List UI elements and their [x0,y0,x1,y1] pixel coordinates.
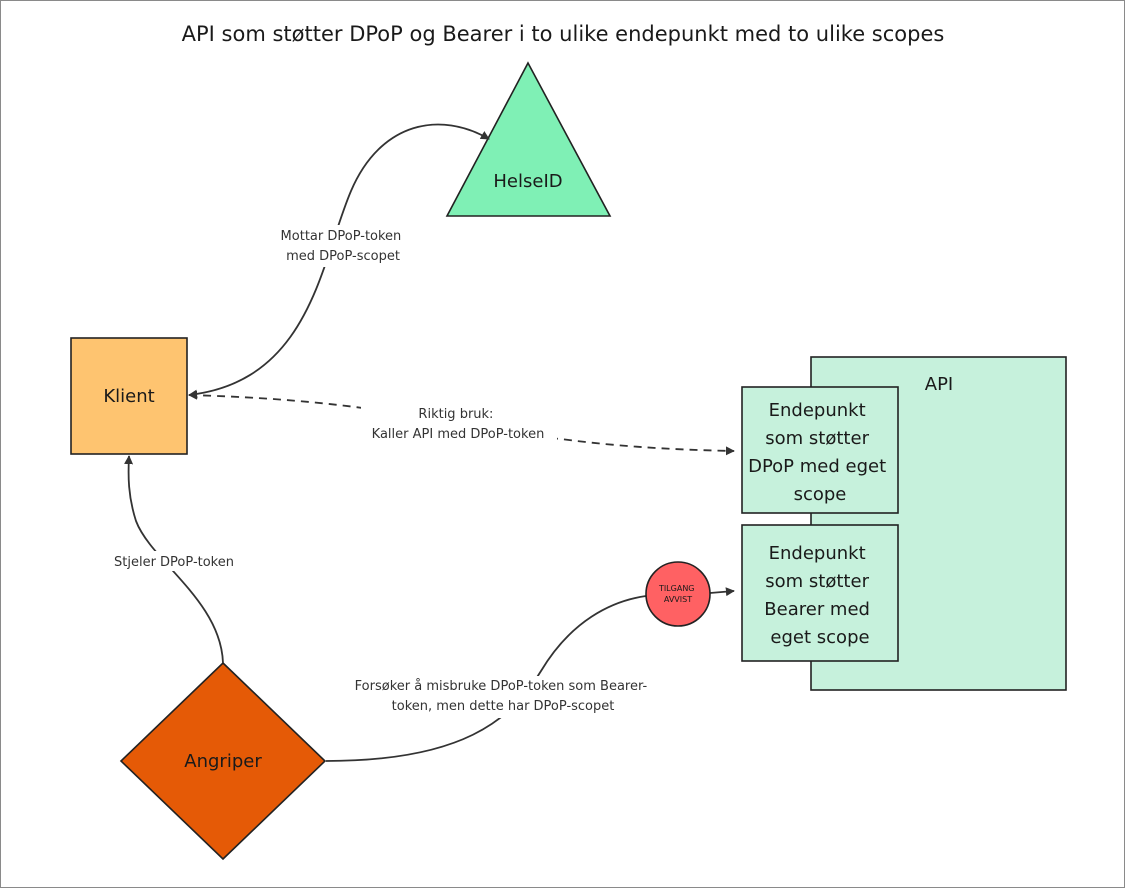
endpoint-bearer-label: Endepunkt som støtter Bearer med eget sc… [764,543,875,648]
edge-angriper-api-label: Forsøker å misbruke DPoP-token som Beare… [355,679,652,714]
edge-klient-api-label-bg [361,404,557,446]
endpoint-bearer-line: Endepunkt [769,543,866,564]
helseid-label: HelseID [493,171,562,192]
edge-klient-api-label: Riktig bruk: Kaller API med DPoP-token [372,407,545,442]
edge-angriper-klient-label: Stjeler DPoP-token [114,555,234,570]
edge-klient-helseid-label-bg [271,225,417,267]
endpoint-bearer-line: som støtter [765,571,869,592]
access-denied-line: TILGANG [658,584,695,593]
edge-klient-api-line: Riktig bruk: [418,407,493,422]
endpoint-dpop-box[interactable] [741,386,899,514]
endpoint-dpop-line: DPoP med eget [748,456,886,477]
access-denied-line: AVVIST [664,595,692,604]
klient-box[interactable] [70,337,188,455]
klient-label: Klient [103,386,154,407]
edge-angriper-klient[interactable] [124,455,224,664]
edge-klient-helseid-label: Mottar DPoP-token med DPoP-scopet [281,229,406,264]
endpoint-dpop-line: som støtter [765,428,869,449]
edge-klient-api[interactable] [188,390,735,456]
edge-angriper-api-label-bg [347,676,659,718]
edge-klient-helseid-line: med DPoP-scopet [286,249,400,264]
edge-angriper-api-line: token, men dette har DPoP-scopet [392,699,615,714]
edge-klient-helseid-line: Mottar DPoP-token [281,229,402,244]
edge-angriper-klient-label-bg [107,551,241,571]
angriper-diamond[interactable] [119,661,327,861]
diagram-title: API som støtter DPoP og Bearer i to ulik… [182,22,945,46]
access-denied-badge[interactable] [645,561,711,627]
endpoint-dpop-label: Endepunkt som støtter DPoP med eget scop… [748,400,892,505]
edge-klient-api-line: Kaller API med DPoP-token [372,427,545,442]
endpoint-dpop-line: Endepunkt [769,400,866,421]
endpoint-bearer-box[interactable] [741,524,899,662]
api-label: API [925,374,953,395]
endpoint-dpop-line: scope [794,484,847,505]
angriper-label: Angriper [184,751,262,772]
endpoint-bearer-line: eget scope [770,627,869,648]
edge-badge-endpoint[interactable] [709,587,735,597]
edge-klient-helseid[interactable] [188,123,490,399]
helseid-triangle[interactable] [445,61,612,217]
edge-angriper-api-line: Forsøker å misbruke DPoP-token som Beare… [355,679,648,694]
access-denied-label: TILGANG AVVIST [658,584,697,604]
endpoint-bearer-line: Bearer med [764,599,870,620]
